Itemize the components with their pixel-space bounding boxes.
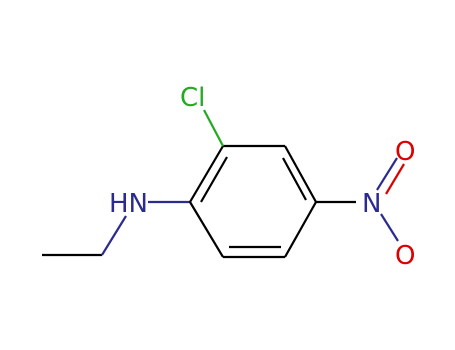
nitro-oxygen-bottom-label: O xyxy=(395,241,415,271)
nitro-nitrogen-label: N xyxy=(362,189,381,219)
bond-nitro-o-bottom xyxy=(380,213,399,242)
bond-ring-cl xyxy=(203,109,224,147)
bond-nitro-o-top-b xyxy=(385,163,405,195)
bond-ethyl-ch2-n xyxy=(101,215,127,256)
chlorine-label: Cl xyxy=(180,83,205,113)
nitro-oxygen-top-label: O xyxy=(395,137,415,167)
amine-label: HN xyxy=(109,189,148,219)
benzene-ring xyxy=(189,144,317,259)
bond-nitro-o-top-a xyxy=(376,157,398,191)
